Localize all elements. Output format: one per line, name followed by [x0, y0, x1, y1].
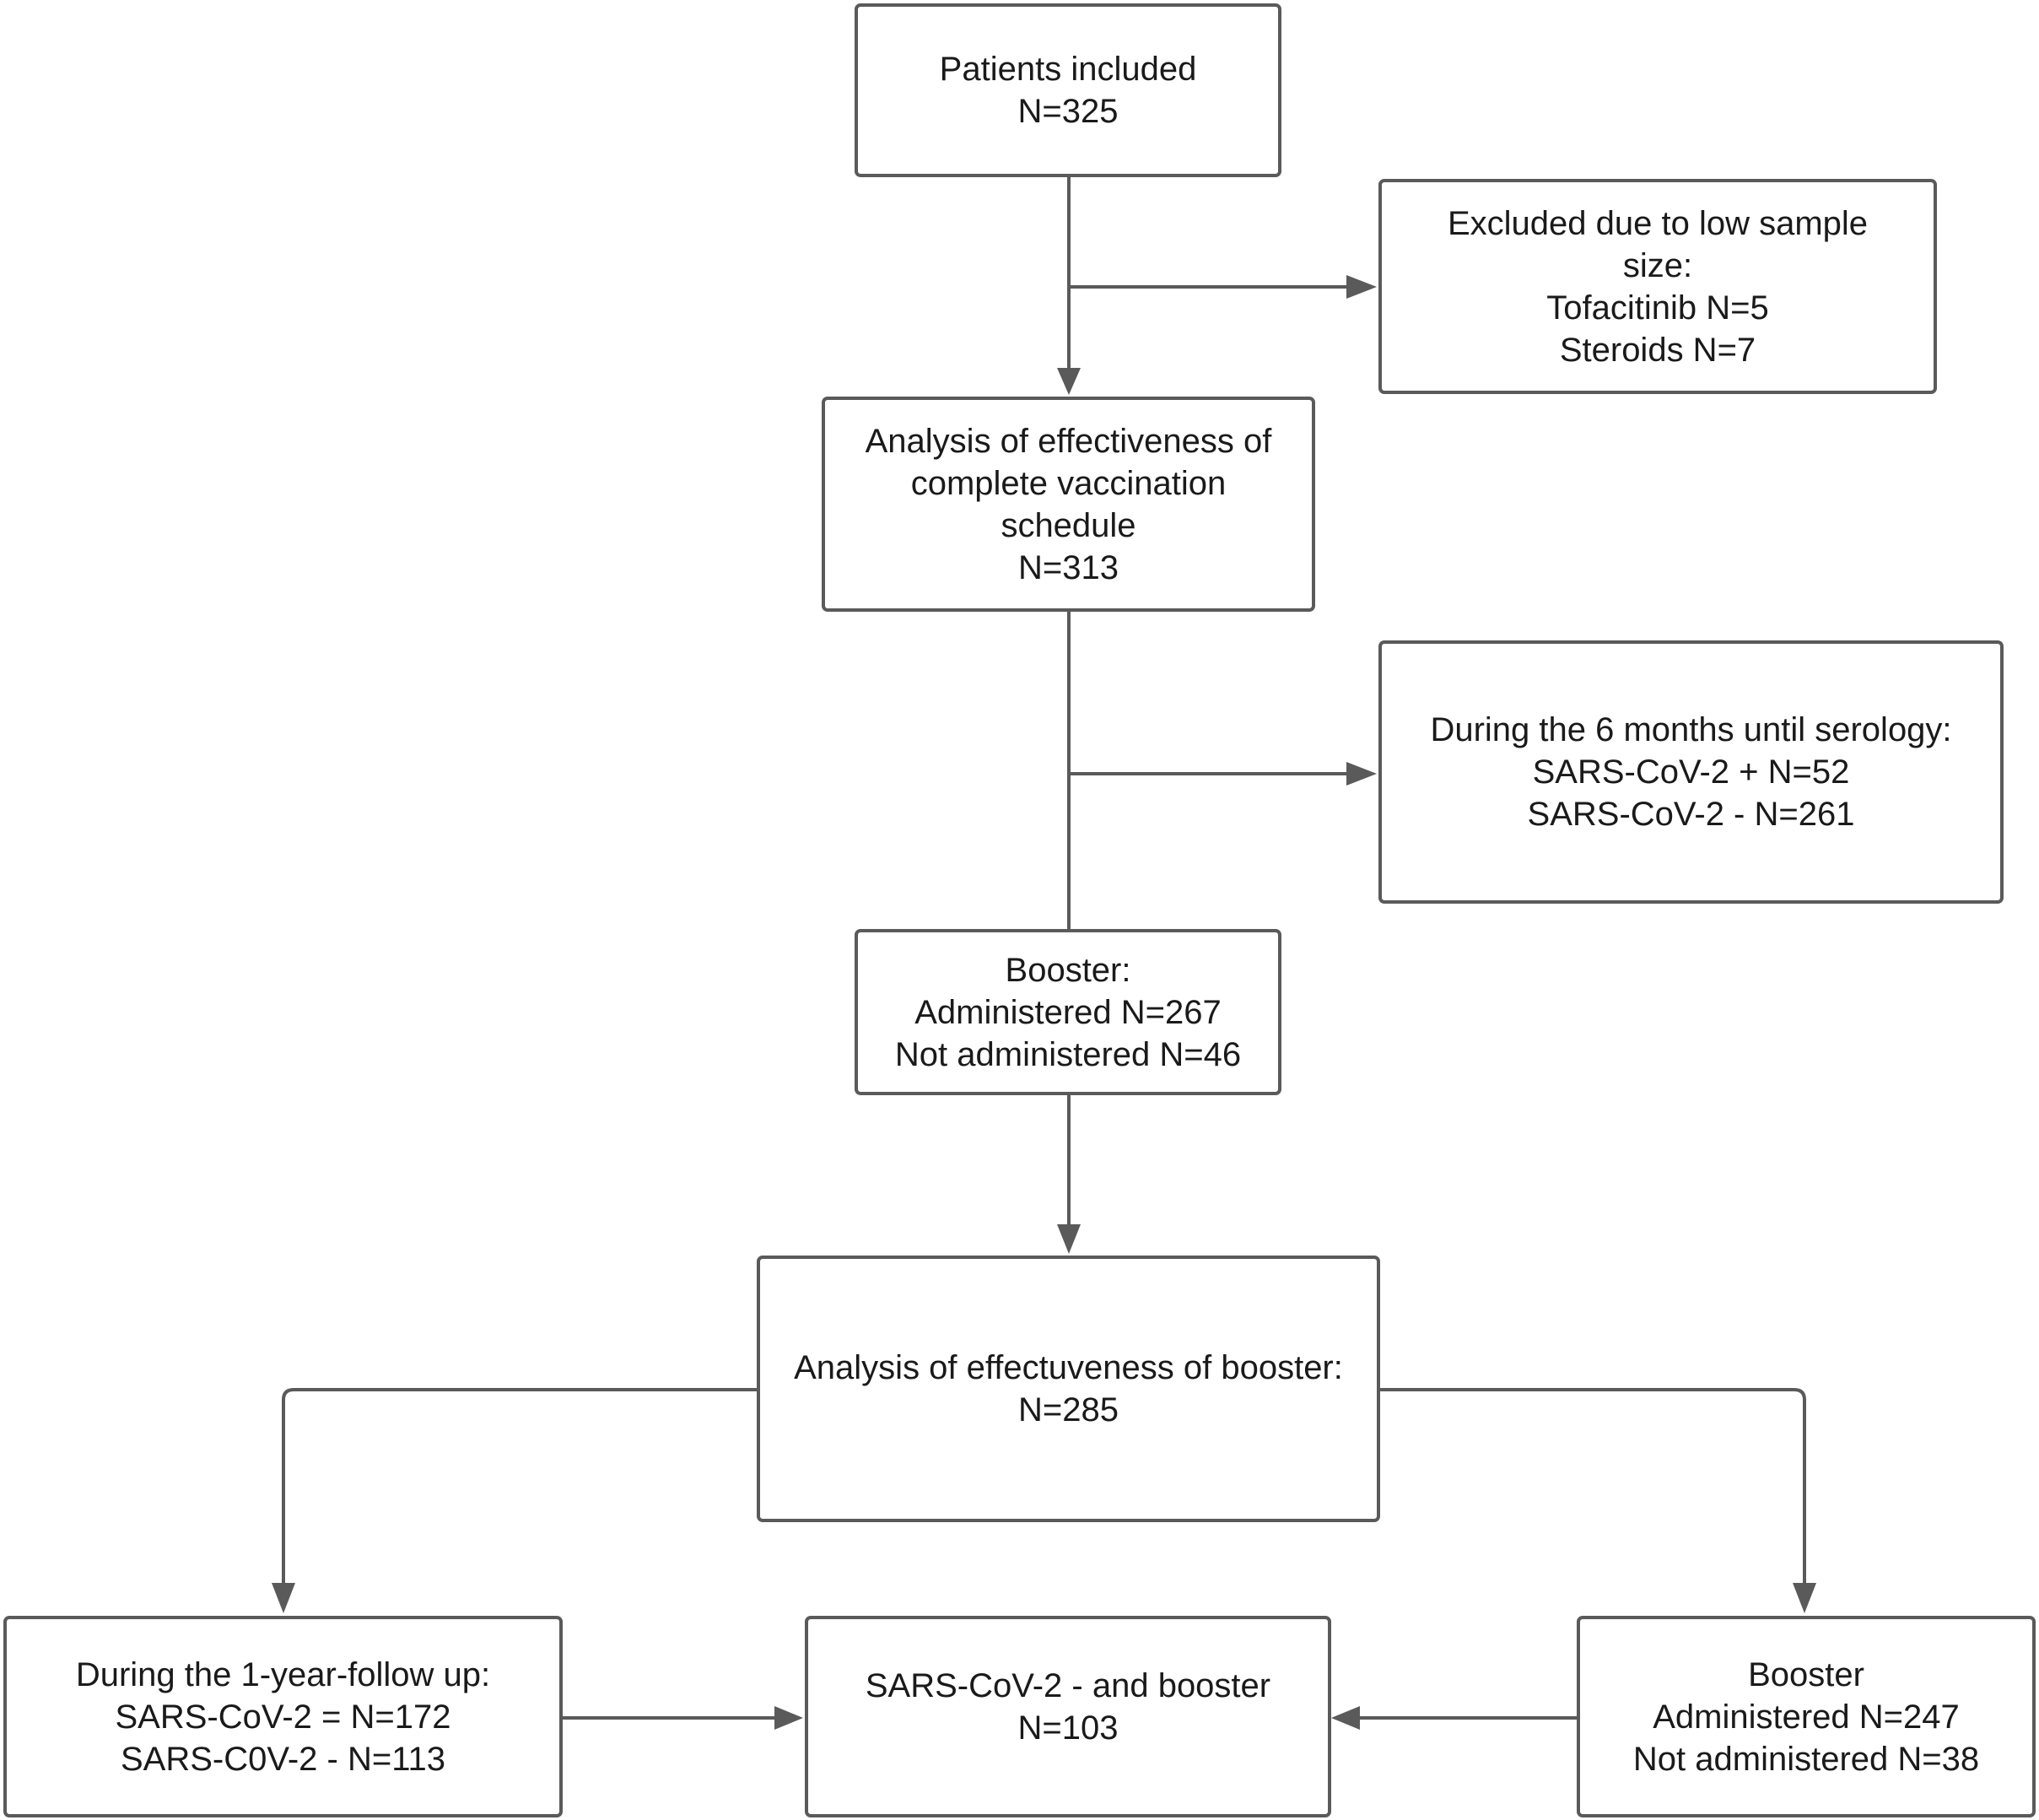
arrowhead-to-negative-from-right	[1331, 1706, 1360, 1730]
box-line: N=313	[1018, 548, 1119, 586]
box-negative-and-booster: SARS-CoV-2 - and booster N=103	[805, 1616, 1331, 1817]
arrowhead-to-excluded	[1346, 275, 1377, 299]
box-line: Tofacitinib N=5	[1546, 289, 1769, 327]
box-line: schedule	[1001, 506, 1136, 544]
box-line: SARS-C0V-2 - N=113	[121, 1740, 445, 1778]
box-line: Administered N=247	[1653, 1698, 1960, 1736]
arrowhead-to-booster-split	[1793, 1583, 1816, 1613]
box-line: During the 1-year-follow up:	[75, 1655, 491, 1693]
box-line: Analysis of effectiveness of	[865, 422, 1272, 460]
box-line: During the 6 months until serology:	[1430, 711, 1952, 748]
box-followup: During the 1-year-follow up: SARS-CoV-2 …	[3, 1616, 563, 1817]
box-line: Not administered N=38	[1632, 1740, 1980, 1778]
box-line: N=103	[1017, 1709, 1119, 1747]
box-serology: During the 6 months until serology: SARS…	[1378, 640, 2004, 904]
box-line: N=285	[1018, 1391, 1119, 1428]
box-line: Not administered N=46	[894, 1035, 1242, 1073]
box-booster-analysis: Analysis of effectuveness of booster: N=…	[757, 1256, 1380, 1522]
box-line: N=325	[1017, 93, 1119, 130]
connector-analysis-to-followup	[282, 1388, 757, 1586]
box-line: complete vaccination	[910, 464, 1227, 502]
arrowhead-to-analysis	[1057, 1224, 1081, 1254]
box-line: Booster:	[1005, 951, 1131, 989]
arrowhead-to-followup	[272, 1583, 295, 1613]
box-complete-schedule-analysis: Analysis of effectiveness of complete va…	[822, 397, 1315, 612]
box-line: Steroids N=7	[1559, 331, 1756, 369]
box-excluded: Excluded due to low sample size: Tofacit…	[1378, 179, 1937, 394]
arrowhead-to-negative-from-left	[774, 1706, 803, 1730]
box-line: Excluded due to low sample	[1447, 204, 1869, 242]
box-booster: Booster: Administered N=267 Not administ…	[855, 929, 1281, 1095]
connector-analysis-to-booster-split	[1380, 1388, 1806, 1586]
box-line: Patients included	[939, 51, 1197, 88]
arrowhead-to-schedule	[1057, 368, 1081, 395]
box-line: SARS-CoV-2 + N=52	[1532, 753, 1850, 791]
box-line: size:	[1622, 246, 1693, 284]
box-line: SARS-CoV-2 - and booster	[865, 1667, 1271, 1704]
box-line: SARS-CoV-2 = N=172	[115, 1698, 451, 1736]
box-line: SARS-CoV-2 - N=261	[1527, 796, 1855, 833]
arrowhead-to-serology	[1346, 762, 1377, 786]
box-line: Analysis of effectuveness of booster:	[794, 1349, 1343, 1386]
box-patients-included: Patients included N=325	[855, 3, 1281, 177]
box-booster-split: Booster Administered N=247 Not administe…	[1577, 1616, 2036, 1817]
box-line: Administered N=267	[914, 993, 1222, 1031]
box-line: Booster	[1748, 1655, 1864, 1693]
